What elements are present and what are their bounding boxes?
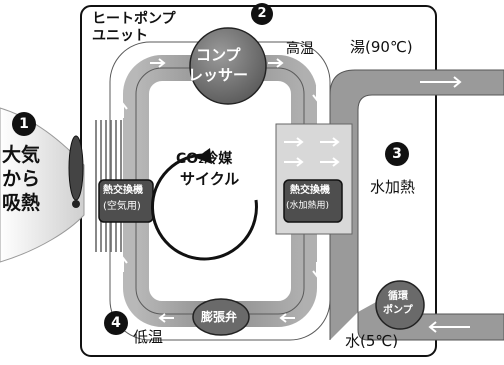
air-exchanger-label-line1: 熱交換機 xyxy=(103,185,143,196)
expansion-valve-label: 膨張弁 xyxy=(201,310,238,324)
step-1-number: 1 xyxy=(19,116,29,132)
cold-water-label: 水(5℃) xyxy=(345,332,399,350)
circulation-pump-label-line2: ポンプ xyxy=(383,305,413,316)
step-1-text-line2: から xyxy=(2,168,41,190)
step-2-number: 2 xyxy=(257,6,267,21)
cycle-label-line2: サイクル xyxy=(180,170,240,188)
water-exchanger-label-line1: 熱交換機 xyxy=(290,185,330,196)
step-3-number: 3 xyxy=(392,146,402,162)
cycle-arrowhead xyxy=(196,148,212,164)
step-badges xyxy=(12,3,409,335)
cycle-label-line1: CO₂冷媒 xyxy=(176,151,233,167)
step-4-text: 低温 xyxy=(133,328,164,346)
compressor-label-line1: コンプ xyxy=(196,46,241,64)
hot-water-arrow xyxy=(420,76,462,88)
compressor xyxy=(189,27,267,105)
step-3-text: 水加熱 xyxy=(370,178,416,196)
compressor-label-line2: レッサー xyxy=(188,66,249,84)
water-exchanger-label-line2: (水加熱用) xyxy=(286,201,330,211)
circulation-pump xyxy=(375,280,425,330)
cold-water-arrow xyxy=(428,321,470,333)
fan-icon xyxy=(68,135,84,208)
step-4-number: 4 xyxy=(111,315,121,331)
refrigerant-flow-arrows xyxy=(118,58,322,323)
expansion-valve xyxy=(192,298,250,336)
circulation-pump-label-line1: 循環 xyxy=(388,291,408,302)
step-1-text-line3: 吸熱 xyxy=(2,192,41,214)
water-exchanger-coil-arrows xyxy=(284,137,340,167)
hot-water-label: 湯(90℃) xyxy=(350,38,413,56)
high-temp-label: 高温 xyxy=(286,41,314,57)
cycle-arrow xyxy=(150,153,258,261)
hot-water-pipe xyxy=(329,69,504,340)
step-1-text-line1: 大気 xyxy=(2,144,41,166)
air-exchanger-label-line2: (空気用) xyxy=(103,201,141,212)
unit-title: ヒートポンプ ユニット xyxy=(92,11,176,44)
water-heat-exchanger xyxy=(283,179,343,223)
